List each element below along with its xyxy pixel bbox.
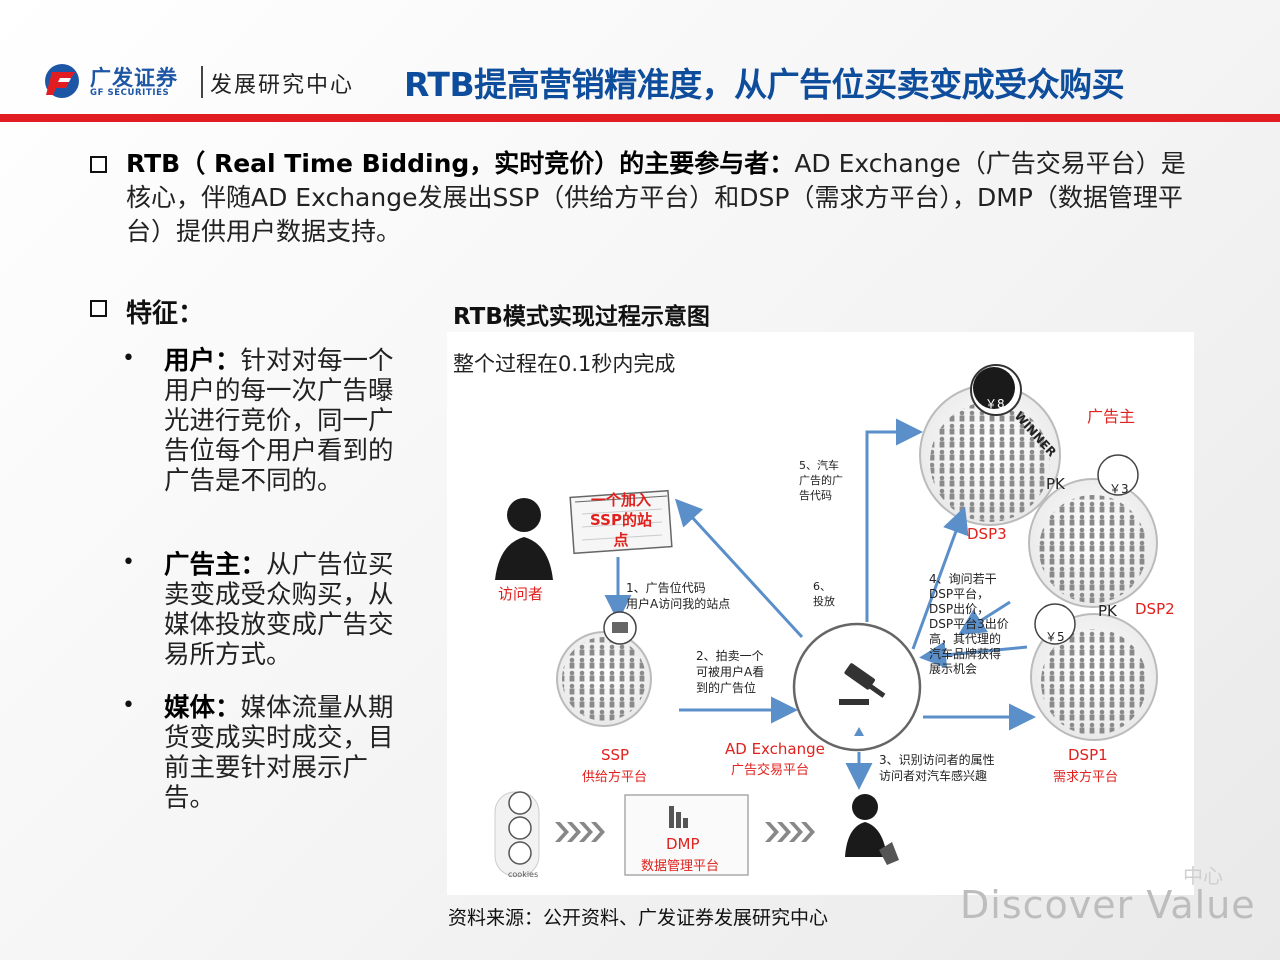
- dsp3-label: DSP3: [967, 525, 1007, 543]
- feature-bold: 媒体：: [164, 693, 241, 723]
- website-window-icon: [569, 489, 673, 555]
- bid-bubble-icon: [1097, 454, 1139, 496]
- site-label: 一个加入SSP的站点: [590, 491, 652, 549]
- chevron-arrows-icon: [555, 822, 815, 842]
- step-5-label: 5、汽车 广告的广 告代码: [799, 459, 843, 502]
- watermark: Discover Value: [960, 883, 1256, 927]
- features-heading: 特征：: [126, 299, 205, 329]
- visitor-label: 访问者: [498, 585, 544, 603]
- feature-bold: 广告主：: [164, 550, 267, 580]
- intro-bold: RTB（ Real Time Bidding，实时竞价）的主要参与者：: [126, 149, 795, 178]
- bid-bubble-icon: [1034, 603, 1076, 645]
- slide-header: 广发证券 GF SECURITIES 发展研究中心 RTB提高营销精准度，从广告…: [0, 0, 1280, 122]
- intro-text: AD Exchange（广告交易平台）是核心，伴随AD Exchange发展出S…: [126, 149, 1186, 246]
- feature-text: 针对对每一个用户的每一次广告曝光进行竞价，同一广告位每个用户看到的广告是不同的。: [164, 346, 394, 496]
- cookies-label: cookies: [508, 870, 539, 879]
- visitor-silhouette-icon: [495, 498, 553, 580]
- step-3-label: 3、识别访问者的属性 访问者对汽车感兴趣: [879, 753, 995, 783]
- gf-logo-icon: [45, 64, 79, 98]
- ad-bubble-icon: [603, 611, 637, 645]
- ssp-label: SSP: [601, 746, 630, 764]
- step-1-label: 1、广告位代码 用户A访问我的站点: [626, 581, 731, 611]
- gavel-icon: [839, 663, 886, 705]
- dsp2-label: DSP2: [1135, 600, 1175, 618]
- rtb-diagram: 整个过程在0.1秒内完成 一个加入SSP的站点 访问者 1、广告位代码 用户A访…: [447, 332, 1194, 895]
- dmp-cn-label: 数据管理平台: [641, 859, 720, 874]
- intro-paragraph: RTB（ Real Time Bidding，实时竞价）的主要参与者：AD Ex…: [126, 147, 1206, 249]
- step-4-label: 4、询问若干 DSP平台， DSP出价， DSP平台3出价 高，其代理的 汽车品…: [929, 572, 1009, 676]
- feature-item: 广告主：从广告位买卖变成受众购买，从媒体投放变成广告交易所方式。: [164, 550, 404, 670]
- advertiser-label: 广告主: [1087, 407, 1136, 426]
- ssp-cn-label: 供给方平台: [582, 770, 648, 785]
- logo-name-cn: 广发证券: [90, 66, 178, 90]
- watermark-cn: 中心: [1183, 864, 1223, 888]
- logo-name-en: GF SECURITIES: [90, 88, 170, 98]
- feature-text: 从广告位买卖变成受众购买，从媒体投放变成广告交易所方式。: [164, 550, 394, 670]
- square-bullet-icon: [90, 156, 107, 173]
- step-2-label: 2、拍卖一个 可被用户A看 到的广告位: [696, 649, 765, 695]
- diagram-subtitle: 整个过程在0.1秒内完成: [453, 352, 676, 376]
- pk-label: PK: [1098, 602, 1117, 620]
- diagram-title: RTB模式实现过程示意图: [453, 304, 710, 330]
- ssp-crowd: [556, 631, 652, 727]
- logo-department: 发展研究中心: [210, 73, 355, 98]
- price-label: ￥3: [1109, 482, 1129, 496]
- dmp-label: DMP: [666, 835, 700, 853]
- bullet-dot-icon: •: [122, 346, 135, 371]
- logo-divider: [201, 66, 203, 98]
- square-bullet-icon: [90, 300, 107, 317]
- dsp2-crowd: [1028, 478, 1158, 608]
- dsp1-label: DSP1: [1068, 746, 1108, 764]
- feature-item: 媒体：媒体流量从期货变成实时成交，目前主要针对展示广告。: [164, 693, 404, 813]
- bullet-dot-icon: •: [122, 693, 135, 718]
- pk-label: PK: [1046, 475, 1065, 493]
- ad-exchange-hub: [792, 622, 922, 752]
- price-label: ￥5: [1045, 630, 1065, 644]
- feature-text: 媒体流量从期货变成实时成交，目前主要针对展示广告。: [164, 693, 394, 813]
- step-6-label: 6、 投放: [813, 580, 835, 608]
- slide-title: RTB提高营销精准度，从广告位买卖变成受众购买: [404, 65, 1125, 104]
- dsp3-crowd: [919, 384, 1061, 526]
- bullet-dot-icon: •: [122, 550, 135, 575]
- bid-bubble-icon: [970, 364, 1022, 416]
- gf-logo: 广发证券 GF SECURITIES: [42, 62, 197, 102]
- dmp-box: [624, 794, 749, 876]
- data-icons: [494, 791, 540, 877]
- adx-label: AD Exchange: [725, 740, 825, 758]
- flow-arrows: [604, 418, 1036, 790]
- price-label: ￥8: [985, 397, 1005, 411]
- user-silhouette-icon: [845, 794, 899, 865]
- dsp1-cn-label: 需求方平台: [1053, 770, 1119, 785]
- feature-bold: 用户：: [164, 346, 241, 376]
- diagram-graphics: [494, 364, 1158, 877]
- feature-item: 用户：针对对每一个用户的每一次广告曝光进行竞价，同一广告位每个用户看到的广告是不…: [164, 346, 404, 496]
- adx-cn-label: 广告交易平台: [731, 763, 810, 778]
- source-note: 资料来源：公开资料、广发证券发展研究中心: [448, 907, 829, 929]
- header-red-bar: [0, 114, 1280, 122]
- dsp1-crowd: [1030, 613, 1158, 741]
